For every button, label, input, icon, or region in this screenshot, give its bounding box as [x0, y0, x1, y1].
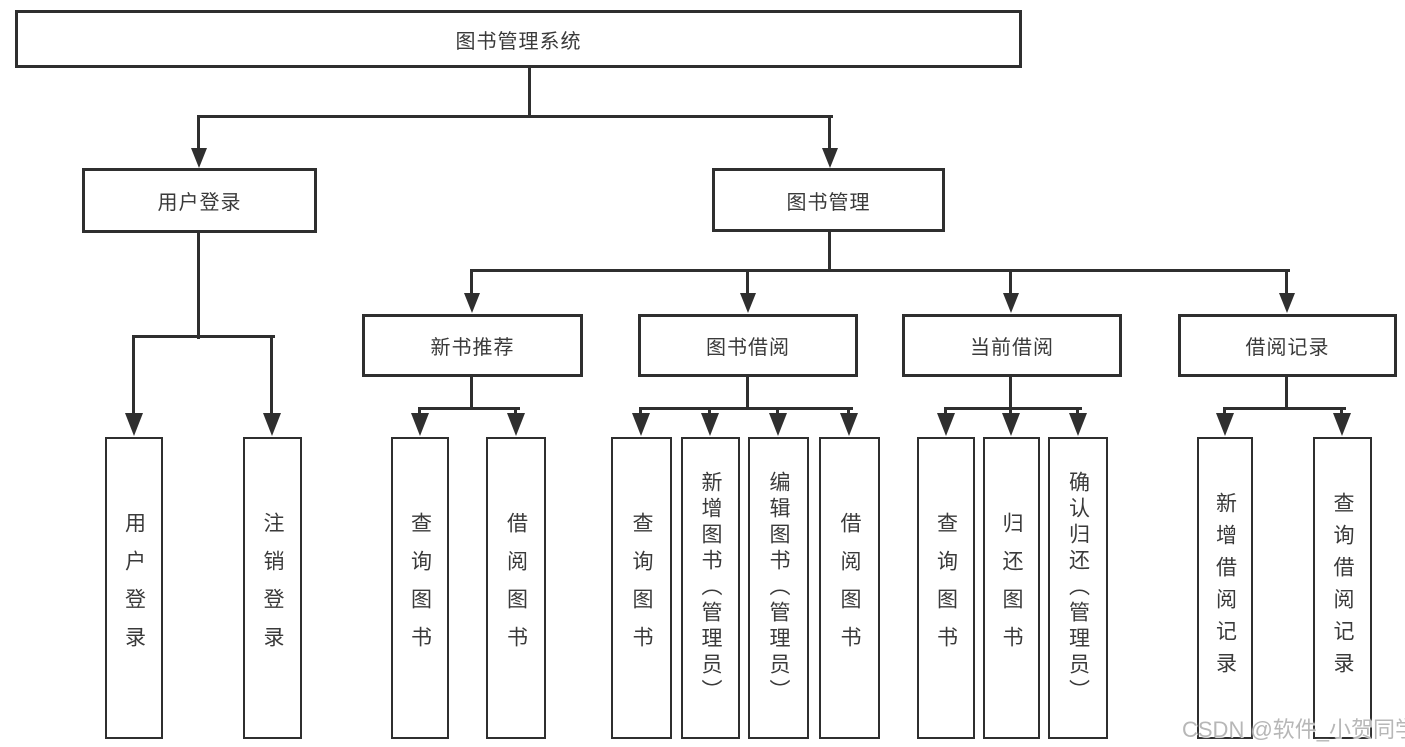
- leaf-bw-borrow-label: 借阅图书: [838, 512, 861, 664]
- connector-records-drop: [1285, 377, 1288, 410]
- node-leaf-cur-query-books: 查询图书: [917, 437, 975, 739]
- leaf-nb-borrow-label: 借阅图书: [504, 512, 528, 664]
- connector-borrowing-drop: [746, 377, 749, 410]
- leaf-rec-add-label: 新增借阅记录: [1213, 492, 1237, 684]
- node-leaf-nb-borrow-books: 借阅图书: [486, 437, 546, 739]
- connector-stem-book-mgmt: [828, 115, 831, 149]
- node-leaf-logout: 注销登录: [243, 437, 302, 739]
- connector-stem-current: [1009, 269, 1012, 295]
- node-book-mgmt: 图书管理: [712, 168, 945, 232]
- node-leaf-nb-query-books: 查询图书: [391, 437, 449, 739]
- arrowhead-new-books: [464, 293, 480, 313]
- connector-current-drop: [1009, 377, 1012, 410]
- connector-stem-logout: [270, 335, 273, 414]
- arrowhead-cur-return: [1002, 413, 1020, 436]
- connector-bookmgmt-drop: [828, 232, 831, 272]
- node-leaf-bw-edit-books-admin: 编辑图书（管理员）: [748, 437, 809, 739]
- node-current-borrow-label: 当前借阅: [970, 337, 1054, 359]
- node-current-borrow: 当前借阅: [902, 314, 1122, 377]
- node-borrowing-label: 图书借阅: [706, 337, 790, 359]
- arrowhead-book-mgmt: [822, 148, 838, 168]
- node-leaf-bw-borrow-books: 借阅图书: [819, 437, 880, 739]
- leaf-cur-return-label: 归还图书: [1000, 512, 1023, 664]
- connector-stem-rec-query: [1340, 407, 1343, 417]
- node-leaf-cur-return-books: 归还图书: [983, 437, 1040, 739]
- connector-stem-cur-return: [1009, 407, 1012, 417]
- connector-records-hbar: [1223, 407, 1346, 410]
- node-borrowing: 图书借阅: [638, 314, 858, 377]
- arrowhead-user-login: [191, 148, 207, 168]
- connector-stem-cur-query: [944, 407, 947, 417]
- node-user-login: 用户登录: [82, 168, 317, 233]
- arrowhead-logout: [263, 413, 281, 436]
- connector-borrowing-hbar: [639, 407, 853, 410]
- leaf-logout-label: 注销登录: [261, 512, 284, 664]
- connector-newbooks-drop: [470, 377, 473, 410]
- arrowhead-rec-add: [1216, 413, 1234, 436]
- arrowhead-bw-query: [632, 413, 650, 436]
- connector-stem-bw-query: [639, 407, 642, 417]
- node-leaf-rec-add-record: 新增借阅记录: [1197, 437, 1253, 739]
- connector-stem-bw-add: [708, 407, 711, 417]
- connector-stem-bw-edit: [776, 407, 779, 417]
- connector-root-hbar: [197, 115, 833, 118]
- leaf-cur-confirm-label: 确认归还（管理员）: [1066, 471, 1090, 705]
- arrowhead-nb-borrow: [507, 413, 525, 436]
- node-leaf-cur-confirm-return-admin: 确认归还（管理员）: [1048, 437, 1108, 739]
- arrowhead-nb-query: [411, 413, 429, 436]
- leaf-cur-query-label: 查询图书: [934, 512, 958, 664]
- arrowhead-current: [1003, 293, 1019, 313]
- connector-stem-borrowing: [746, 269, 749, 295]
- connector-root-drop: [528, 68, 531, 117]
- node-new-books-label: 新书推荐: [430, 337, 515, 359]
- arrowhead-cur-confirm: [1069, 413, 1087, 436]
- node-borrow-records: 借阅记录: [1178, 314, 1397, 377]
- connector-bookmgmt-hbar: [470, 269, 1290, 272]
- arrowhead-rec-query: [1333, 413, 1351, 436]
- node-root-label: 图书管理系统: [455, 30, 582, 53]
- arrowhead-login: [125, 413, 143, 436]
- connector-stem-user-login: [197, 115, 200, 149]
- node-leaf-user-login: 用户登录: [105, 437, 163, 739]
- connector-stem-nb-borrow: [514, 407, 517, 417]
- arrowhead-bw-add: [701, 413, 719, 436]
- node-leaf-rec-query-record: 查询借阅记录: [1313, 437, 1372, 739]
- node-borrow-records-label: 借阅记录: [1245, 337, 1330, 359]
- connector-newbooks-hbar: [418, 407, 520, 410]
- connector-stem-login: [132, 335, 135, 414]
- arrowhead-bw-borrow: [840, 413, 858, 436]
- node-root-library-system: 图书管理系统: [15, 10, 1022, 68]
- leaf-bw-add-label: 新增图书（管理员）: [699, 471, 722, 705]
- arrowhead-cur-query: [937, 413, 955, 436]
- connector-stem-records: [1285, 269, 1288, 295]
- node-new-books: 新书推荐: [362, 314, 583, 377]
- node-leaf-bw-query-books: 查询图书: [611, 437, 672, 739]
- leaf-bw-query-label: 查询图书: [630, 512, 653, 664]
- leaf-bw-edit-label: 编辑图书（管理员）: [767, 471, 790, 705]
- arrowhead-bw-edit: [769, 413, 787, 436]
- node-user-login-label: 用户登录: [157, 192, 242, 214]
- connector-userlogin-hbar: [132, 335, 275, 338]
- node-book-mgmt-label: 图书管理: [786, 191, 871, 214]
- leaf-nb-query-label: 查询图书: [408, 512, 432, 664]
- arrowhead-borrowing: [740, 293, 756, 313]
- connector-stem-new-books: [470, 269, 473, 295]
- connector-current-hbar: [944, 407, 1082, 410]
- connector-userlogin-drop: [197, 233, 200, 339]
- connector-stem-rec-add: [1223, 407, 1226, 417]
- leaf-rec-query-label: 查询借阅记录: [1331, 492, 1354, 684]
- connector-stem-cur-confirm: [1076, 407, 1079, 417]
- connector-stem-bw-borrow: [847, 407, 850, 417]
- csdn-watermark: CSDN @软件_小贺同学: [1182, 717, 1405, 742]
- node-leaf-bw-add-books-admin: 新增图书（管理员）: [681, 437, 740, 739]
- connector-stem-nb-query: [418, 407, 421, 417]
- leaf-user-login-label: 用户登录: [122, 512, 146, 664]
- arrowhead-records: [1279, 293, 1295, 313]
